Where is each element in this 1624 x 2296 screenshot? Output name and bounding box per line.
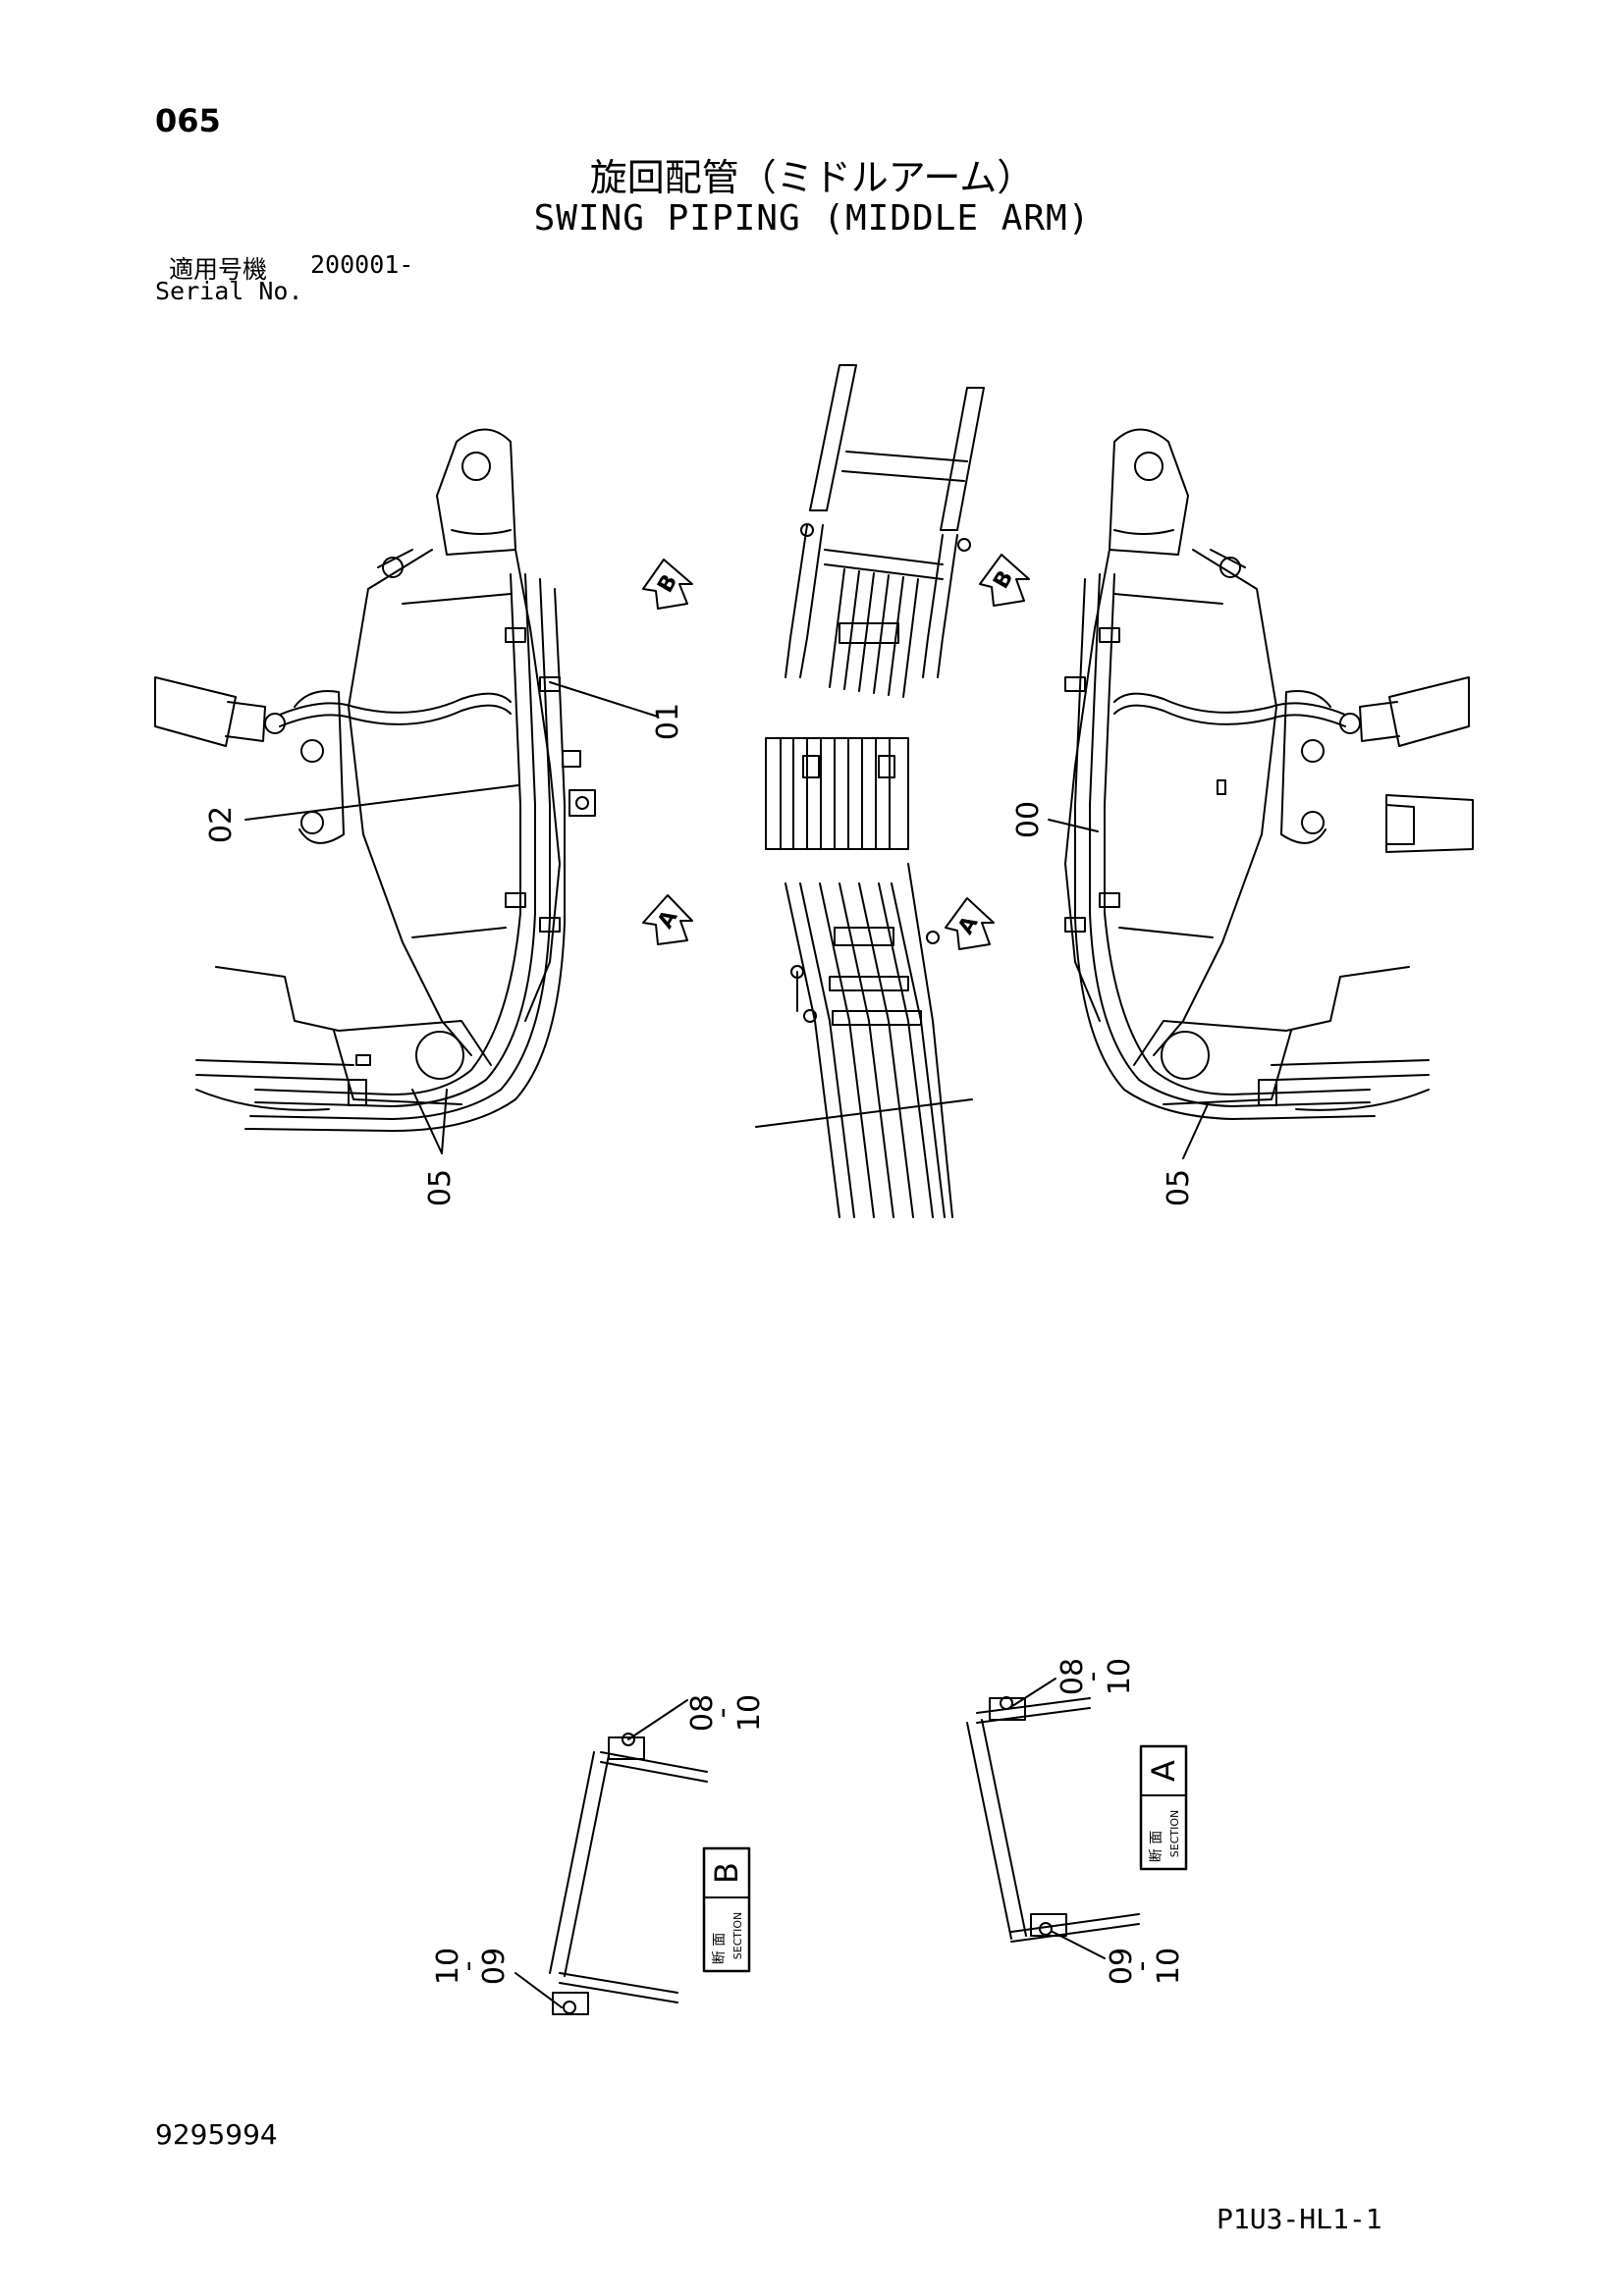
callout-05-left: 05 [423,1169,458,1206]
section-a-detail [966,1696,1140,1943]
section-b-box [702,1846,751,1973]
leader-10-09-b [514,1972,563,2008]
document-number: 9295994 [155,2118,278,2151]
view-arrow-a-center [945,897,995,950]
leader-08-10-a [1008,1678,1056,1709]
callout-05-right: 05 [1162,1169,1196,1206]
serial-label-japanese: 適用号機 [169,255,268,284]
arrow-label-b-left: B [653,570,682,597]
callout-10-b: 10 [732,1694,767,1732]
center-middle-view [765,737,909,850]
callout-00: 00 [1011,801,1046,838]
leader-05-left [411,1089,448,1154]
section-a-letter: A [1145,1760,1182,1782]
page-code: P1U3-HL1-1 [1217,2203,1382,2235]
section-b-letter: B [708,1862,745,1884]
callout-08-a: 08 [1056,1658,1090,1695]
leader-02 [244,784,519,821]
callout-dash-b-top: - [705,1708,739,1719]
center-top-view [785,364,985,698]
callout-10-a-lower: 10 [1152,1948,1186,1985]
leader-05-right [1182,1103,1209,1159]
callout-01: 01 [651,703,685,740]
title-english: SWING PIPING (MIDDLE ARM) [533,198,1091,239]
callout-09-a: 09 [1105,1948,1139,1985]
page-number: 065 [155,102,221,139]
right-arm-view [1064,428,1474,1120]
callout-10-a: 10 [1103,1658,1137,1695]
arrow-label-a-left: A [653,906,682,933]
serial-label-english: Serial No. [155,277,303,305]
callout-02: 02 [204,806,239,843]
section-b-kanji: 断 面 [712,1933,728,1964]
arrow-label-b-center: B [989,566,1018,593]
callout-08-b: 08 [685,1694,720,1732]
leader-01 [549,681,659,718]
leader-08-10-b [627,1699,688,1740]
leader-00 [1048,819,1099,832]
left-arm-view [154,428,596,1132]
view-arrow-b-left [642,559,693,610]
view-arrow-a-left [642,894,693,945]
section-a-box [1139,1744,1188,1871]
callout-dash-a-bottom: - [1124,1961,1159,1972]
view-arrow-b-center [979,554,1030,607]
title-japanese: 旋回配管（ミドルアーム） [589,156,1035,199]
callout-dash-a-top: - [1075,1672,1110,1682]
callout-10-b-lower: 10 [431,1948,465,1985]
callout-09-b: 09 [477,1948,512,1985]
section-a-word: SECTION [1168,1810,1181,1857]
serial-number-value: 200001- [310,250,414,279]
section-b-word: SECTION [731,1912,744,1959]
callout-dash-b-bottom: - [451,1961,485,1972]
center-bottom-view [755,863,973,1218]
section-a-kanji: 断 面 [1149,1831,1164,1862]
section-b-detail [549,1733,708,2015]
